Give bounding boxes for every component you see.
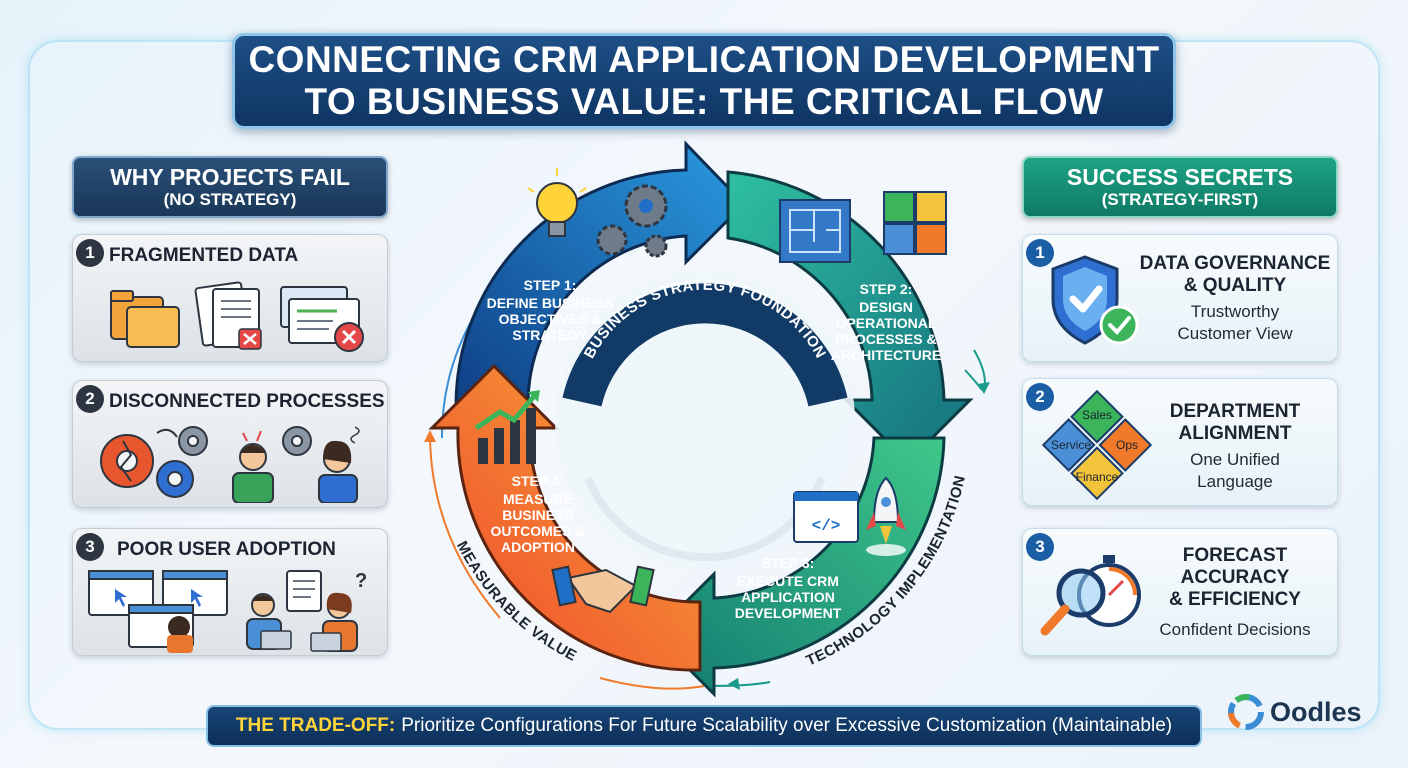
fail-card-title: POOR USER ADOPTION (117, 539, 336, 560)
step-3-line3: DEVELOPMENT (735, 605, 842, 621)
step-2-line3: PROCESSES & (835, 331, 936, 347)
broken-gears-icon (100, 426, 360, 503)
tradeoff-banner: THE TRADE-OFF: Prioritize Configurations… (206, 705, 1202, 747)
step-3-label: STEP 3: (762, 555, 815, 571)
puzzle-icon (883, 191, 947, 255)
gears-icon (596, 184, 668, 258)
success-card-title-line1: DATA GOVERNANCE (1139, 253, 1331, 274)
left-header-subtitle: (NO STRATEGY) (163, 190, 297, 209)
left-header-title: WHY PROJECTS FAIL (110, 164, 350, 190)
number-badge: 3 (1026, 533, 1054, 561)
step-4-line4: ADOPTION (501, 539, 575, 555)
why-projects-fail-header: WHY PROJECTS FAIL (NO STRATEGY) (72, 156, 388, 218)
shield-check-icon (1051, 255, 1139, 345)
right-header-subtitle: (STRATEGY-FIRST) (1101, 190, 1259, 209)
tradeoff-text: Prioritize Configurations For Future Sca… (401, 715, 1173, 736)
puzzle-label-service: Service (1051, 438, 1091, 452)
step-1-line2: OBJECTIVES & (499, 311, 602, 327)
step-4-line2: BUSINESS (502, 507, 574, 523)
number-badge: 1 (76, 239, 104, 267)
success-card-data-governance: 1 DATA GOVERNANCE & QUALITY Trustworthy … (1022, 234, 1338, 362)
step-2-line2: OPERATIONAL (836, 315, 937, 331)
step-2-line4: ARCHITECTURE (831, 347, 941, 363)
fail-card-title: FRAGMENTED DATA (109, 245, 299, 266)
step-4-line3: OUTCOMES & (491, 523, 586, 539)
success-card-sub-line1: Confident Decisions (1159, 620, 1311, 639)
title-line-2: TO BUSINESS VALUE: THE CRITICAL FLOW (304, 81, 1104, 122)
step-3-line1: EXECUTE CRM (737, 573, 839, 589)
step-2-label: STEP 2: (860, 281, 913, 297)
code-window-icon: </> (793, 491, 859, 543)
svg-text:</>: </> (812, 517, 841, 535)
crm-cycle-diagram: BUSINESS STRATEGY FOUNDATION </> (424, 140, 990, 698)
success-card-sub-line2: Customer View (1177, 324, 1293, 343)
handshake-icon (551, 565, 655, 614)
step-4-line1: MEASURE (503, 491, 573, 507)
blueprint-icon (779, 199, 851, 263)
step-1-label: STEP 1: (524, 277, 577, 293)
step-1-segment (454, 140, 747, 406)
confused-users-icon: ? (88, 570, 367, 653)
puzzle-label-ops: Ops (1116, 438, 1138, 452)
number-badge: 3 (76, 533, 104, 561)
right-header-title: SUCCESS SECRETS (1066, 164, 1294, 190)
step-3-line2: APPLICATION (741, 589, 835, 605)
number-badge: 2 (76, 385, 104, 413)
success-card-title-line2: & QUALITY (1183, 275, 1287, 296)
oodles-logo-icon (1228, 694, 1264, 730)
puzzle-label-finance: Finance (1076, 470, 1119, 484)
brand-logo: Oodles (1228, 692, 1362, 732)
tradeoff-lead: THE TRADE-OFF: (235, 715, 396, 736)
success-card-title-line1: DEPARTMENT (1169, 401, 1301, 422)
title-line-1: CONNECTING CRM APPLICATION DEVELOPMENT (248, 39, 1160, 80)
success-card-forecast-accuracy: 3 FORECAST ACCURACY & EFFICIENCY Confide… (1022, 528, 1338, 656)
step-1-line3: STRATEGY (512, 327, 588, 343)
brand-name: Oodles (1270, 696, 1362, 727)
puzzle-label-sales: Sales (1082, 408, 1112, 422)
fail-card-title: DISCONNECTED PROCESSES (109, 391, 385, 412)
success-card-title-line2: ACCURACY (1180, 567, 1290, 588)
svg-text:?: ? (355, 570, 367, 592)
success-card-title-line2: ALIGNMENT (1178, 423, 1292, 444)
success-card-department-alignment: 2 Sales Service Ops Finance DEPARTMENT A… (1022, 378, 1338, 506)
number-badge: 1 (1026, 239, 1054, 267)
fragmented-files-icon (110, 281, 364, 352)
growth-chart-icon (474, 390, 540, 464)
success-card-sub-line1: Trustworthy (1190, 302, 1280, 321)
magnifier-stopwatch-icon (1040, 555, 1141, 636)
number-badge: 2 (1026, 383, 1054, 411)
department-puzzle-icon: Sales Service Ops Finance (1041, 389, 1153, 501)
rocket-icon (866, 476, 906, 556)
success-card-title-line1: FORECAST (1182, 545, 1288, 566)
fail-card-poor-user-adoption: 3 POOR USER ADOPTION ? (72, 528, 388, 656)
success-card-title-line3: & EFFICIENCY (1169, 589, 1301, 610)
fail-card-fragmented-data: 1 FRAGMENTED DATA (72, 234, 388, 362)
page-title: CONNECTING CRM APPLICATION DEVELOPMENT T… (232, 33, 1176, 129)
fail-card-disconnected-processes: 2 DISCONNECTED PROCESSES (72, 380, 388, 508)
step-1-line1: DEFINE BUSINESS (487, 295, 614, 311)
success-card-sub-line1: One Unified (1190, 450, 1280, 469)
success-card-sub-line2: Language (1197, 472, 1273, 491)
lightbulb-icon (527, 168, 587, 237)
success-secrets-header: SUCCESS SECRETS (STRATEGY-FIRST) (1022, 156, 1338, 218)
step-4-label: STEP 4: (512, 473, 565, 489)
step-2-line1: DESIGN (859, 299, 913, 315)
